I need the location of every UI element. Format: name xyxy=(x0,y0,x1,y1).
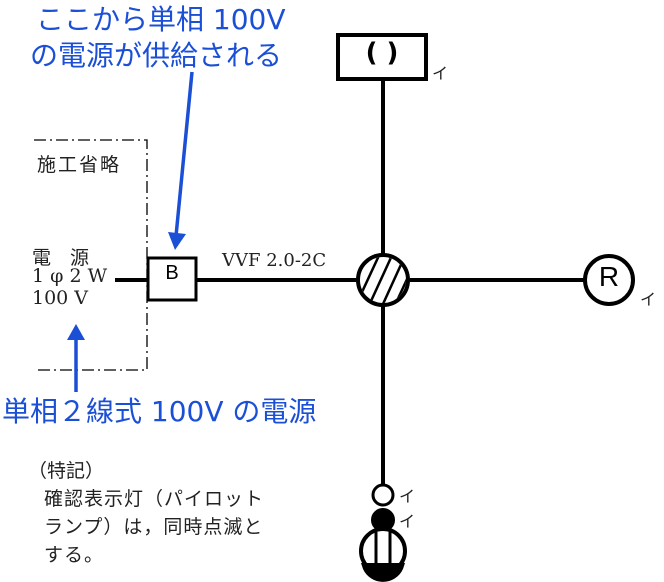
arrow-to-power-source xyxy=(67,324,85,392)
note-line1: 確認表示灯（パイロット xyxy=(44,488,265,510)
power-title: 電 源 xyxy=(32,247,90,269)
junction-box xyxy=(356,253,410,307)
switch-icon xyxy=(371,483,395,507)
arrow-to-breaker xyxy=(168,71,194,250)
outlet-base xyxy=(361,563,405,582)
omitted-label: 施工省略 xyxy=(37,154,122,176)
annotation-top-line2: の電源が供給される xyxy=(30,39,283,72)
receptacle-circle xyxy=(583,254,635,306)
pilot-lamp-code: イ xyxy=(399,512,416,531)
note-heading: （特記） xyxy=(28,460,105,482)
annotation-top-line1: ここから単相 100V xyxy=(36,3,286,36)
power-phase: 1 φ 2 W xyxy=(32,265,108,287)
top-fixture-label: ( ) xyxy=(365,38,399,68)
note-line3: する。 xyxy=(44,544,105,566)
omitted-boundary xyxy=(34,139,148,371)
power-voltage: 100 V xyxy=(32,287,89,309)
annotation-bottom: 単相２線式 100V の電源 xyxy=(2,395,317,428)
breaker-box xyxy=(146,256,198,302)
breaker-label: B xyxy=(165,262,179,284)
switch-code: イ xyxy=(399,487,416,506)
top-fixture-code: イ xyxy=(432,64,449,83)
cable-label: VVF 2.0-2C xyxy=(222,250,327,271)
top-fixture-box xyxy=(336,33,428,81)
receptacle-label: R xyxy=(598,261,620,292)
note-line2: ランプ）は，同時点滅と xyxy=(44,516,264,538)
receptacle-code: イ xyxy=(640,290,657,309)
